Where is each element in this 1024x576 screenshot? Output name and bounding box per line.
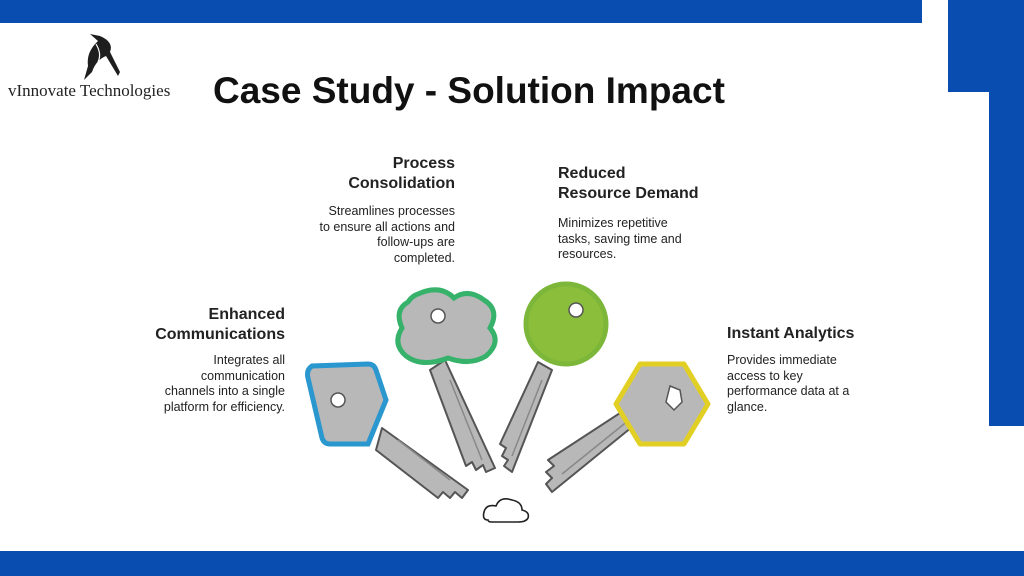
heading-line: Consolidation (348, 175, 455, 192)
instant-analytics-desc: Provides immediate access to key perform… (727, 353, 877, 415)
lime-key-icon (499, 281, 609, 473)
desc-line: to ensure all actions and (319, 219, 455, 234)
enhanced-communications-desc: Integrates all communication channels in… (125, 353, 285, 415)
green-key-icon (395, 287, 498, 473)
process-consolidation-heading: Process Consolidation (305, 154, 455, 194)
right-accent-block (948, 0, 1024, 92)
right-accent-bar (989, 92, 1024, 426)
desc-line: follow-ups are (377, 235, 455, 249)
page-title: Case Study - Solution Impact (213, 70, 725, 111)
desc-line: Integrates all (213, 353, 285, 367)
heading-line: Reduced (558, 165, 626, 182)
blue-key-icon (305, 361, 469, 499)
diver-logo-icon (84, 34, 120, 80)
cloud-icon (482, 498, 530, 523)
desc-line: tasks, saving time and (558, 231, 682, 246)
desc-line: resources. (558, 247, 617, 261)
desc-line: completed. (393, 250, 455, 265)
lime-key-head (523, 281, 609, 367)
instant-analytics-heading: Instant Analytics (727, 324, 897, 344)
heading-line: Enhanced (208, 306, 285, 323)
desc-line: channels into a single (164, 384, 285, 398)
desc-line: access to key (727, 368, 803, 383)
desc-line: Provides immediate (727, 353, 837, 367)
desc-line: Streamlines processes (328, 204, 455, 218)
process-consolidation-desc: Streamlines processes to ensure all acti… (295, 204, 455, 266)
heading-line: Communications (155, 326, 285, 343)
enhanced-communications-heading: Enhanced Communications (125, 305, 285, 345)
heading-line: Instant Analytics (727, 325, 855, 342)
yellow-key-head (613, 361, 711, 447)
blue-key-head (305, 361, 389, 447)
desc-line: Minimizes repetitive (558, 216, 668, 230)
desc-line: performance data at a (727, 384, 850, 398)
top-accent-bar (0, 0, 922, 23)
heading-line: Resource Demand (558, 185, 699, 202)
desc-line: communication (200, 368, 285, 383)
bottom-accent-bar (0, 551, 1024, 576)
reduced-resource-demand-heading: Reduced Resource Demand (558, 164, 728, 204)
desc-line: platform for efficiency. (163, 399, 285, 414)
desc-line: glance. (727, 399, 768, 414)
reduced-resource-demand-desc: Minimizes repetitive tasks, saving time … (558, 216, 728, 263)
yellow-key-icon (545, 361, 711, 493)
heading-line: Process (392, 155, 455, 172)
green-key-head (395, 287, 498, 365)
company-logo-text: vInnovate Technologies (8, 81, 171, 100)
keys-illustration (305, 281, 711, 523)
